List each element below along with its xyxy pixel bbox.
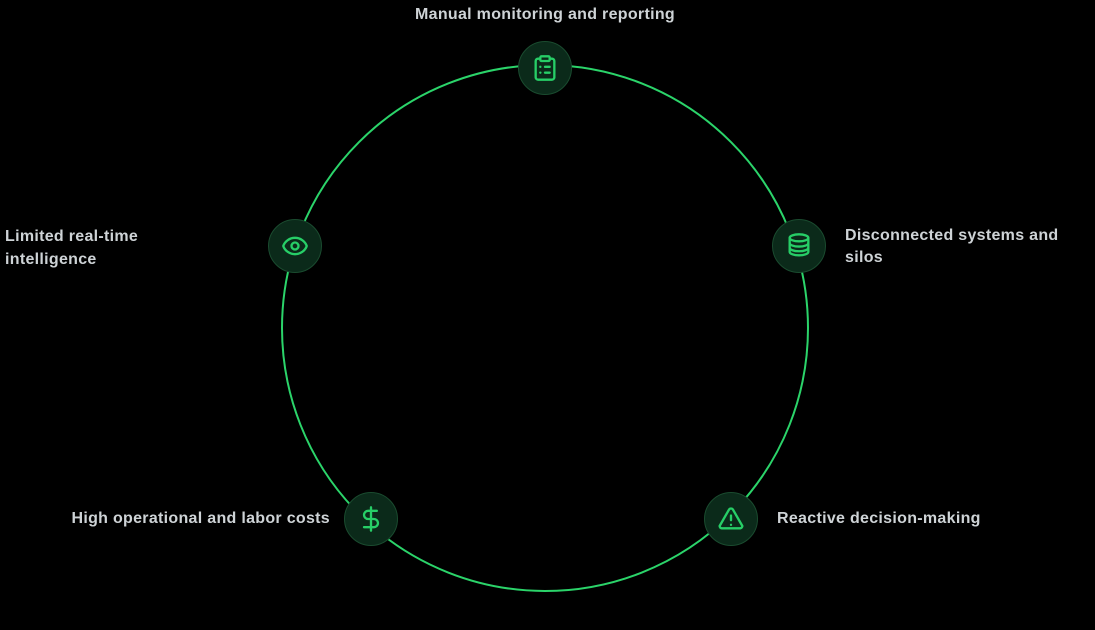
label-line: High operational and labor costs [71,510,330,527]
eye-icon [282,236,308,256]
label-line: Limited real-time [5,228,139,245]
node-badge-manual-monitoring [518,41,572,95]
node-label-reactive-decisions: Reactive decision-making [777,510,1057,528]
node-badge-reactive-decisions [704,492,758,546]
node-badge-limited-intelligence [268,219,322,273]
node-badge-high-costs [344,492,398,546]
label-line: Reactive decision-making [777,510,981,527]
node-label-high-costs: High operational and labor costs [43,510,330,528]
label-line: intelligence [5,251,97,268]
node-label-manual-monitoring: Manual monitoring and reporting [345,6,745,24]
dollar-sign-icon [362,506,380,532]
node-label-disconnected-systems: Disconnected systems and silos [845,225,1075,269]
node-badge-disconnected-systems [772,219,826,273]
label-line: silos [845,249,883,266]
alert-triangle-icon [718,507,744,530]
label-line: Disconnected systems and [845,227,1059,244]
database-icon [788,233,810,257]
node-label-limited-intelligence: Limited real-time intelligence [5,225,205,271]
label-line: Manual monitoring and reporting [415,6,675,23]
clipboard-list-icon [534,55,556,81]
